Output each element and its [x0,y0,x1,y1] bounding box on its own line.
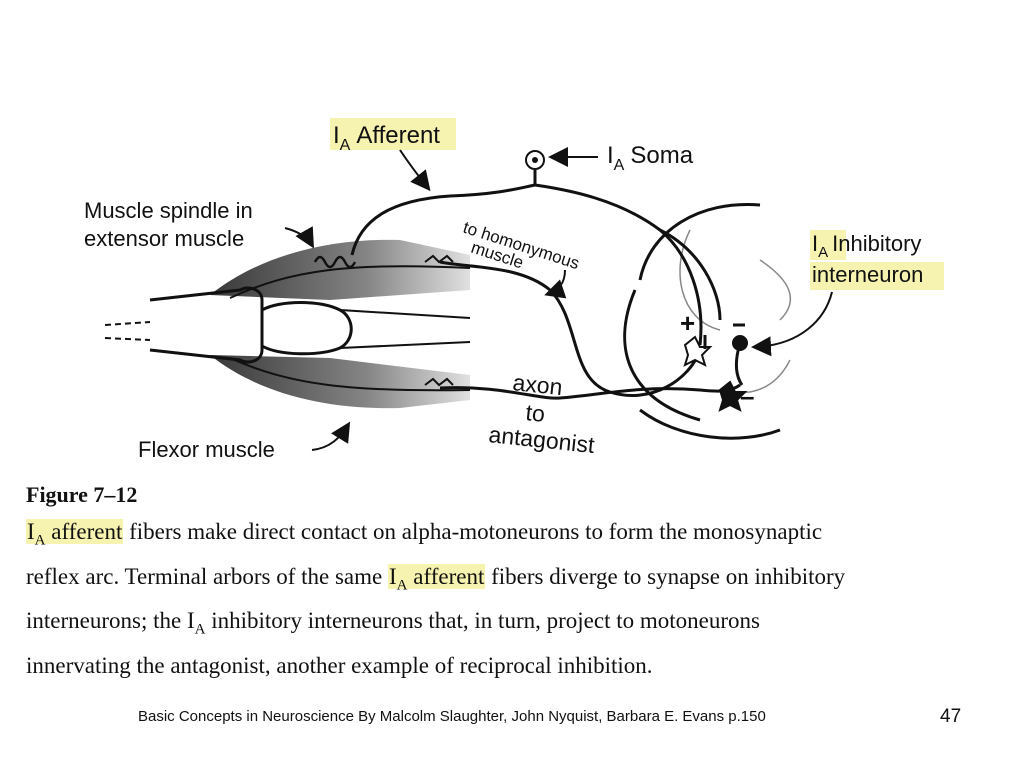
afferent-arrow [399,149,431,192]
inhibitory-synapse [718,380,748,412]
figure-title: Figure 7–12 [26,482,138,507]
minus-sign: – [740,381,754,411]
spinal-cord [623,202,791,440]
caption-line-3: interneurons; the IA inhibitory interneu… [26,608,760,638]
ia-highlight-1: IA afferent [26,519,124,549]
interneuron-axon [735,342,744,386]
spindle-label-line2: extensor muscle [84,226,244,251]
flexor-arrow [311,421,351,451]
source-citation: Basic Concepts in Neuroscience By Malcol… [138,708,766,725]
ia-afferent-fiber [350,183,703,346]
motor-axon-antagonist [439,383,741,400]
motor-axon-homonymous [439,260,702,398]
extensor-muscle [210,239,471,300]
end-plate-extensor [424,254,454,264]
caption-line-4: innervating the antagonist, another exam… [26,652,653,678]
caption-line-2: reflex arc. Terminal arbors of the same … [26,563,846,594]
axon-label: axon [511,369,563,400]
figure-caption: Figure 7–12 IA afferent fibers make dire… [26,480,1016,683]
spindle-arrow [284,226,314,249]
interneuron-arrow [751,291,833,357]
muscle-spindle [313,255,357,269]
antagonist-label: antagonist [487,421,596,458]
ia-afferent-branch [659,228,722,321]
caption-line-1: IA afferent fibers make direct contact o… [26,519,823,549]
plus-sign: + [680,308,695,338]
ia-highlight-2: IA afferent [387,563,486,594]
end-plate-flexor [424,377,454,387]
flexor-label: Flexor muscle [138,437,275,462]
afferent-highlight [330,118,456,150]
interneuron-highlight [810,262,944,290]
excitatory-synapse [683,335,713,367]
homonymous-arrow [544,269,567,299]
to-label: to [524,399,546,427]
spindle-label-line1: Muscle spindle in [84,198,253,223]
ia-soma-nucleus [532,157,538,163]
interneuron-label: interneuron [812,262,923,287]
flexor-muscle-shape [210,355,471,409]
slide-number: 47 [940,706,962,727]
bone [104,286,471,364]
inhibitory-highlight [810,230,846,260]
